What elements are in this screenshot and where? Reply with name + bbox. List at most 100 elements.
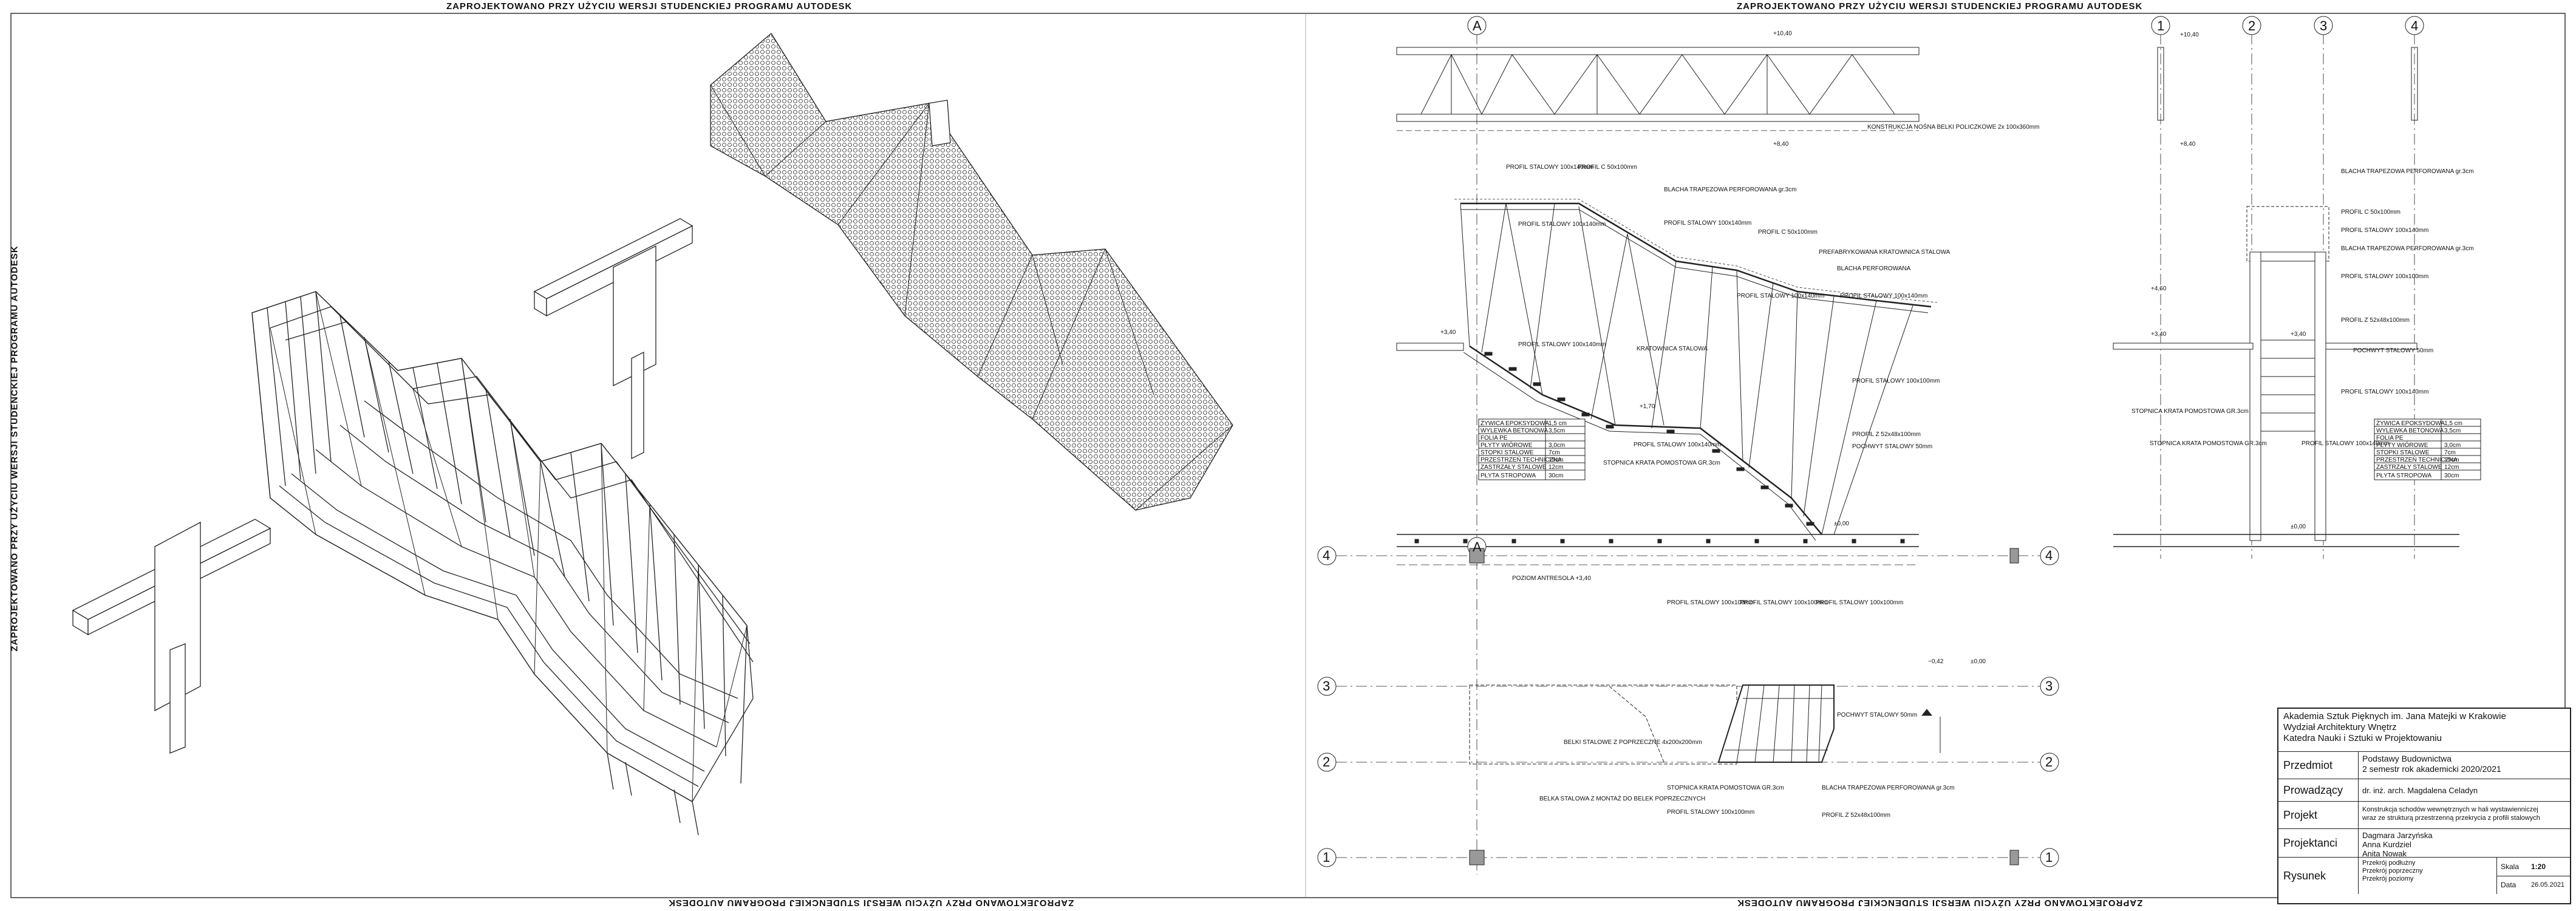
axis-label-3: 3 (2320, 18, 2327, 33)
label-przedmiot: Przedmiot (2278, 752, 2359, 779)
level-000: ±0,00 (1834, 520, 1849, 527)
layers-table-text: ŻYWICA EPOKSYDOWA WYLEWKA BETONOWA FOLIA… (1481, 419, 1567, 479)
layer-value-5: 15cm (1549, 457, 1563, 463)
plan-label-profil-d: PROFIL STALOWY 100x100mm (1667, 809, 1754, 816)
axis-label-3-right: 3 (2045, 678, 2053, 694)
cross-right-stringer (2314, 251, 2326, 541)
layer-value-4: 7cm (1549, 449, 1560, 456)
label-konstrukcja-nosna: KONSTRUKCJA NOŚNA BELKI POLICZKOWE 2x 10… (1867, 123, 2039, 131)
roof-truss-web (1420, 53, 1895, 115)
column-left (169, 643, 186, 754)
label-profil-z-a: PROFIL Z 52x48x100mm (1852, 431, 1921, 438)
cross-layer-1: WYLEWKA BETONOWA (2376, 428, 2444, 434)
projekt-line-1: Konstrukcja schodów wewnętrznych w hali … (2362, 806, 2538, 813)
axis-label-2-right: 2 (2045, 754, 2053, 769)
projekt-line-2: wraz ze strukturą przestrzenną przekryci… (2362, 814, 2540, 822)
cross-layer-v6: 12cm (2444, 464, 2459, 471)
label-blacha-trapezowa-a: BLACHA TRAPEZOWA PERFOROWANA gr.3cm (1664, 186, 1797, 193)
plan-label-profil-a: PROFIL STALOWY 100x100mm (1667, 599, 1754, 606)
stair-envelope (251, 291, 754, 802)
cross-label-profil-b: PROFIL STALOWY 100x100mm (2341, 273, 2428, 280)
cross-level-340-b: +3,40 (2291, 331, 2306, 338)
watermark-top-left: ZAPROJEKTOWANO PRZY UŻYCIU WERSJI STUDEN… (446, 1, 853, 12)
level-340: +3,40 (1440, 329, 1456, 336)
przedmiot-line-2: 2 semestr rok akademicki 2020/2021 (2362, 764, 2501, 774)
row-projektanci: Projektanci Dagmara Jarzyńska Anna Kurdz… (2278, 829, 2570, 858)
label-pochwyt-a: POCHWYT STALOWY 50mm (1852, 443, 1932, 450)
axonometric-perforated-stair (533, 33, 1233, 511)
cross-section (2113, 16, 2481, 559)
axonometric-truss-stair (72, 291, 754, 836)
institution-line-3: Katedra Nauki i Sztuki w Projektowaniu (2283, 733, 2442, 743)
axis-label-1-left: 1 (1323, 850, 1330, 865)
label-profil-stalowy-g: PROFIL STALOWY 100x100mm (1852, 378, 1940, 384)
label-prefabrykowana: PREFABRYKOWANA KRATOWNICA STALOWA (1819, 249, 1951, 256)
cross-layer-v0: 1,5 cm (2444, 420, 2462, 427)
layer-name-5: PRZESTRZEŃ TECHNICZNA (1481, 455, 1562, 463)
layer-name-1: WYLEWKA BETONOWA (1481, 428, 1548, 434)
level-840: +8,40 (1773, 141, 1789, 148)
cross-section-labels: 1 2 3 4 +10,40 +8,40 +4,60 +3,40 +3,40 ±… (2131, 18, 2474, 530)
institution-line-1: Akademia Sztuk Pięknych im. Jana Matejki… (2283, 711, 2506, 722)
axis-bubble-a-top (1467, 16, 1487, 35)
axis-label-a-top: A (1473, 18, 1482, 33)
stair-web-members (1460, 203, 1913, 535)
cross-level-460: +4,60 (2151, 285, 2167, 292)
title-block-institution: Akademia Sztuk Pięknych im. Jana Matejki… (2278, 709, 2570, 752)
sheet-frame (10, 13, 2566, 898)
longitudinal-section-labels: A +10,40 +8,40 +3,40 +1,70 ±0,00 KONSTRU… (1440, 18, 2039, 527)
date-value: 26.05.2021 (2531, 881, 2565, 889)
cross-layer-v3: 3,0cm (2444, 442, 2461, 449)
cross-level-340-a: +3,40 (2151, 331, 2167, 338)
przedmiot-line-1: Podstawy Budownictwa (2362, 754, 2452, 763)
cross-label-profil-c2: PROFIL STALOWY 100x140mm (2341, 389, 2428, 395)
cross-layer-2: FOLIA PE (2376, 435, 2404, 442)
label-profil-c-a: PROFIL C 50x100mm (1578, 164, 1637, 171)
column-right (631, 351, 644, 460)
layer-name-7: PŁYTA STROPOWA (1481, 473, 1536, 479)
row-przedmiot: Przedmiot Podstawy Budownictwa 2 semestr… (2278, 752, 2570, 779)
layer-name-6: ZASTRZAŁY STALOWE (1481, 464, 1547, 471)
axis-label-4-right: 4 (2045, 548, 2053, 563)
label-profil-stalowy-b: PROFIL STALOWY 100x140mm (1518, 221, 1606, 228)
plan-section (1317, 537, 2059, 875)
label-rysunek: Rysunek (2278, 858, 2359, 894)
cross-level-840: +8,40 (2180, 141, 2196, 148)
cross-label-profil-a: PROFIL STALOWY 100x140mm (2341, 227, 2428, 234)
support-wall-right (613, 245, 656, 387)
label-profil-stalowy-e: PROFIL STALOWY 100x140mm (1840, 293, 1927, 299)
axis-bubble-3 (2314, 16, 2333, 35)
row-rysunek: Rysunek Przekrój podłużny Przekrój poprz… (2278, 858, 2570, 894)
longitudinal-section (1396, 16, 1938, 565)
cross-layer-v1: 3,5cm (2444, 428, 2461, 434)
label-profil-stalowy-d: PROFIL STALOWY 100x140mm (1737, 293, 1824, 299)
layer-name-3: PŁYTY WIÓROWE (1481, 441, 1533, 449)
cross-label-stopnica-b: STOPNICA KRATA POMOSTOWA GR.3cm (2150, 440, 2267, 447)
axis-label-1-right: 1 (2045, 850, 2053, 865)
title-block: Akademia Sztuk Pięknych im. Jana Matejki… (2277, 708, 2571, 904)
rysunek-line-3: Przekrój poziomy (2362, 875, 2414, 882)
projektant-2: Anna Kurdziel (2362, 840, 2411, 849)
plan-label-pochwyt: POCHWYT STALOWY 50mm (1837, 712, 1917, 718)
cross-treads (2261, 339, 2315, 432)
rysunek-line-2: Przekrój poprzeczny (2362, 867, 2423, 875)
cross-label-blacha-b: BLACHA TRAPEZOWA PERFOROWANA gr.3cm (2341, 245, 2474, 252)
layer-value-0: 1,5 cm (1549, 420, 1567, 427)
watermark-top-right: ZAPROJEKTOWANO PRZY UŻYCIU WERSJI STUDEN… (1737, 1, 2143, 12)
rysunek-line-1: Przekrój podłużny (2362, 859, 2416, 867)
plan-label-stopnica: STOPNICA KRATA POMOSTOWA GR.3cm (1667, 785, 1784, 791)
axis-bubble-2 (2242, 16, 2261, 35)
plan-label-belka: BELKA STALOWA Z MONTAŻ DO BELEK POPRZECZ… (1539, 794, 1705, 802)
cross-layer-0: ŻYWICA EPOKSYDOWA (2376, 419, 2445, 427)
roof-truss-top-chord (1396, 47, 1920, 55)
institution-line-2: Wydział Architektury Wnętrz (2283, 722, 2397, 732)
label-kratownica: KRATOWNICA STALOWA (1637, 346, 1708, 352)
row-prowadzacy: Prowadzący dr. inż. arch. Magdalena Cela… (2278, 779, 2570, 802)
label-profil-stalowy-a: PROFIL STALOWY 100x140mm (1506, 164, 1593, 171)
label-profil-stalowy-f: PROFIL STALOWY 100x140mm (1518, 341, 1606, 348)
layer-value-7: 30cm (1549, 473, 1563, 479)
axis-label-4: 4 (2411, 18, 2418, 33)
layer-name-4: STOPKI STALOWE (1481, 449, 1534, 456)
